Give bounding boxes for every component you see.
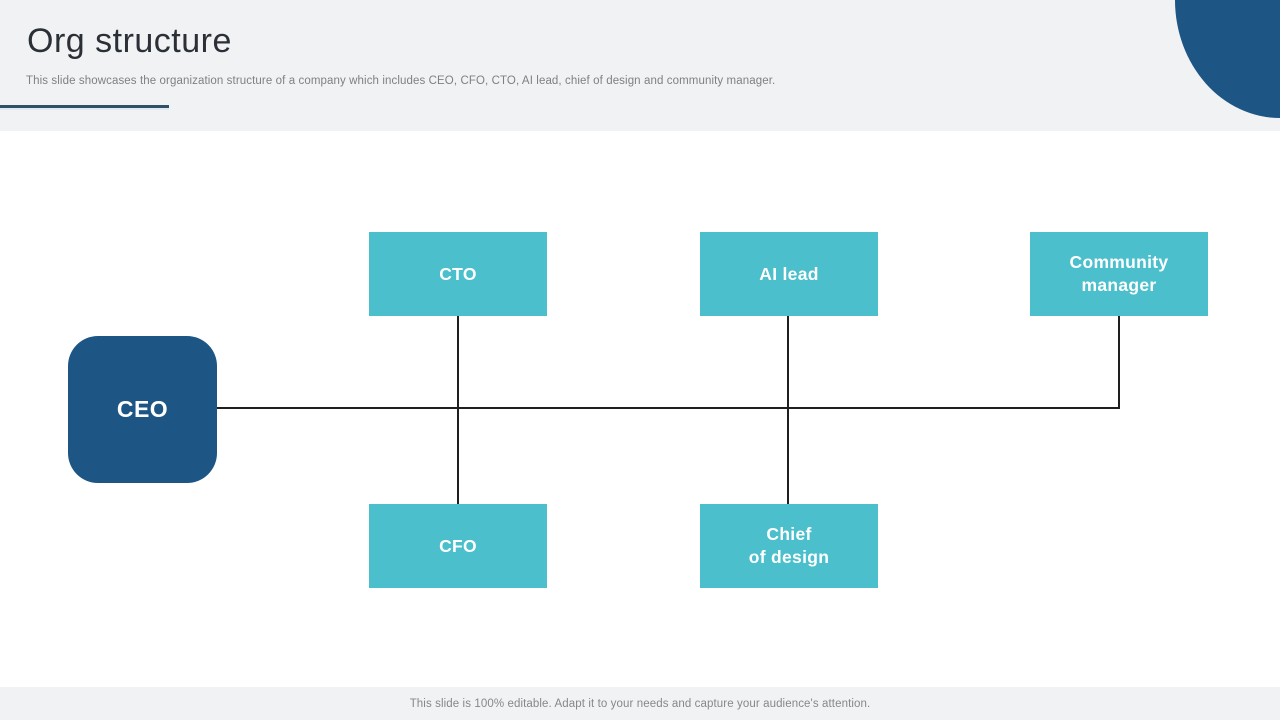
org-node-label-line2: manager bbox=[1081, 275, 1157, 295]
page-title: Org structure bbox=[27, 22, 232, 60]
slide-subtitle: This slide showcases the organization st… bbox=[26, 75, 776, 87]
slide-footer: This slide is 100% editable. Adapt it to… bbox=[0, 687, 1280, 720]
connector-line-cto-cfo bbox=[457, 316, 459, 505]
org-node-cto: CTO bbox=[369, 232, 547, 316]
org-node-cfo: CFO bbox=[369, 504, 547, 588]
title-underline bbox=[0, 105, 169, 110]
org-node-label-line1: Community bbox=[1069, 252, 1169, 272]
org-node-label: AI lead bbox=[759, 263, 819, 284]
org-node-label: CTO bbox=[439, 263, 477, 284]
footer-note: This slide is 100% editable. Adapt it to… bbox=[409, 697, 871, 710]
connector-line-community bbox=[1118, 316, 1120, 409]
org-node-label: CFO bbox=[439, 535, 477, 556]
org-node-ai-lead: AI lead bbox=[700, 232, 878, 316]
slide-header: Org structure This slide showcases the o… bbox=[0, 0, 1280, 131]
connector-line-ailead-chief bbox=[787, 316, 789, 505]
connector-line-ceo-horizontal bbox=[217, 407, 1119, 409]
org-node-ceo: CEO bbox=[68, 336, 217, 483]
org-node-label-line2: of design bbox=[748, 547, 830, 567]
org-node-label-line1: Chief bbox=[766, 524, 812, 544]
org-node-chief-of-design: Chief of design bbox=[700, 504, 878, 588]
org-node-label: CEO bbox=[116, 396, 169, 422]
org-node-community-manager: Community manager bbox=[1030, 232, 1208, 316]
